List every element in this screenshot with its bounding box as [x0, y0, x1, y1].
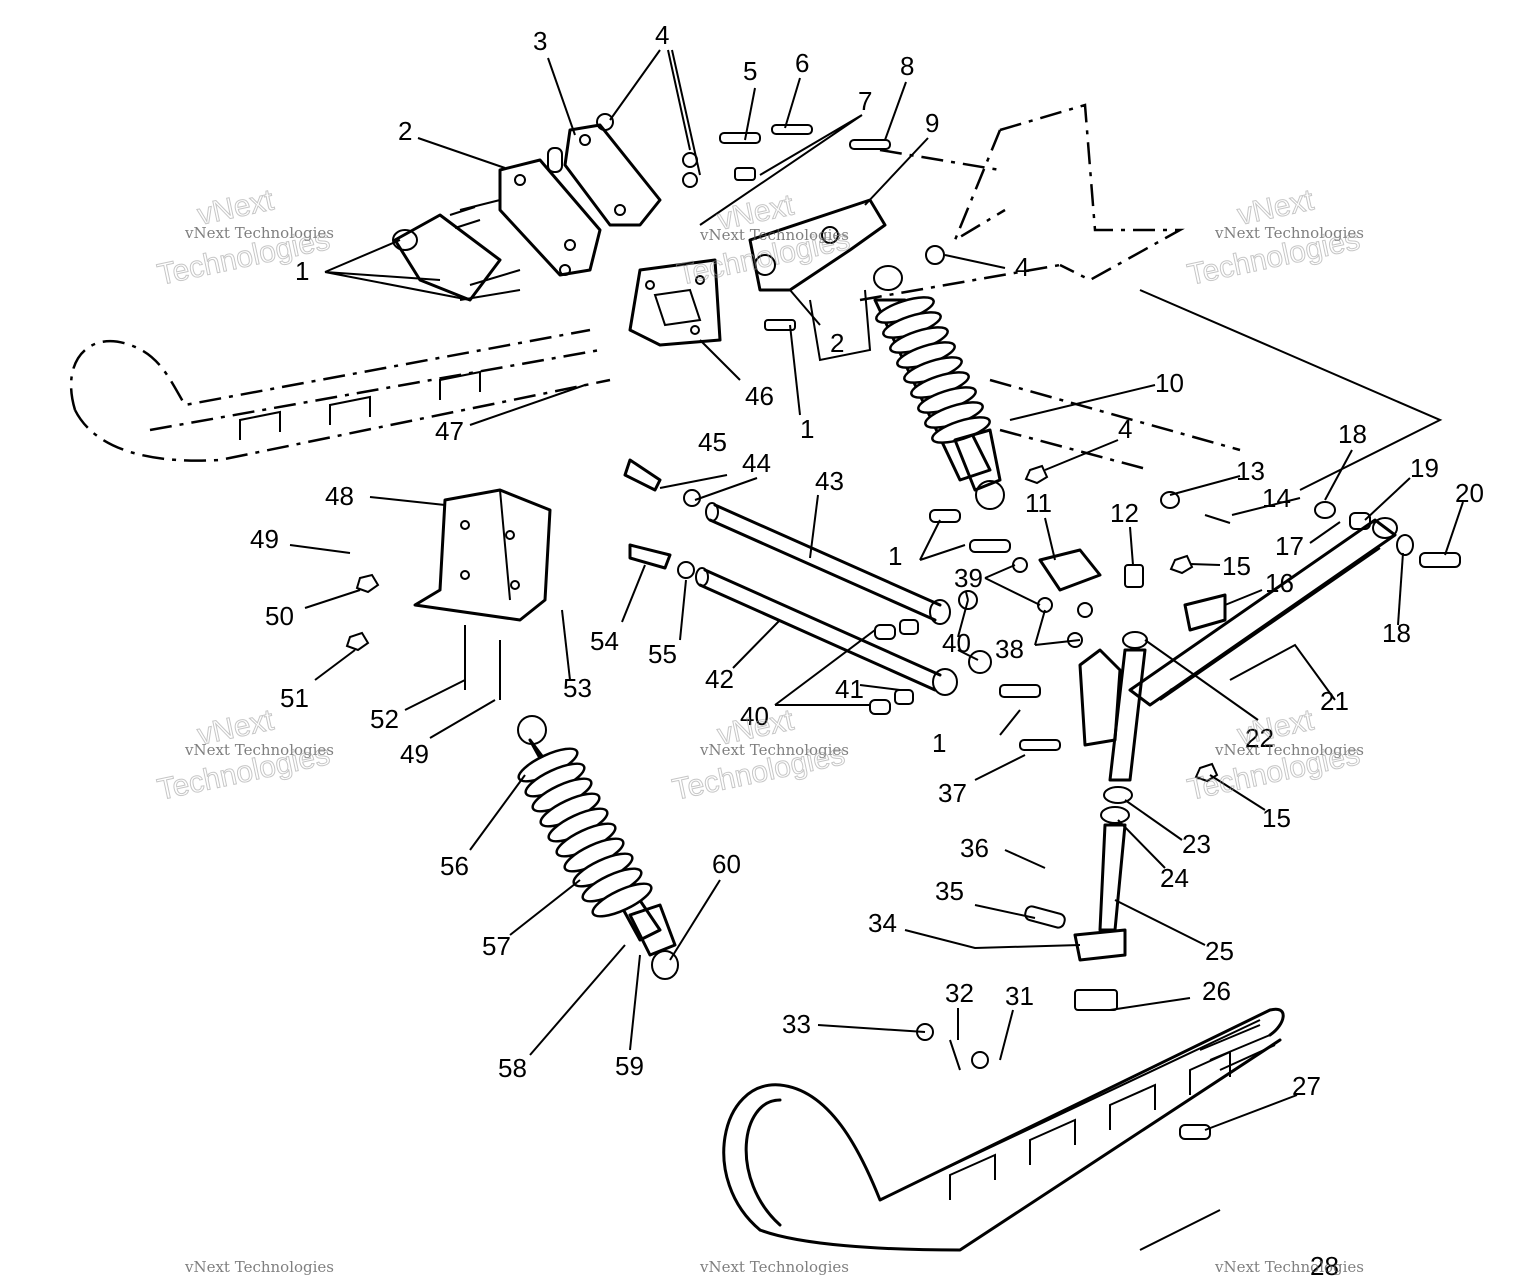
watermark-text: vNext Technologies — [184, 224, 334, 242]
callout-51: 51 — [280, 683, 309, 713]
watermark-text: vNext Technologies — [699, 1258, 849, 1276]
callout-2-left: 2 — [398, 116, 412, 146]
callout-48: 48 — [325, 481, 354, 511]
upper-bracket-left — [498, 158, 602, 277]
callout-1-center: 1 — [800, 414, 814, 444]
callout-53: 53 — [563, 673, 592, 703]
callout-39: 39 — [954, 563, 983, 593]
callout-22: 22 — [1245, 723, 1274, 753]
callout-14: 14 — [1262, 483, 1291, 513]
callout-3: 3 — [533, 26, 547, 56]
callout-8: 8 — [900, 51, 914, 81]
callout-21: 21 — [1320, 686, 1349, 716]
upper-bracket-right — [563, 123, 662, 227]
callout-20: 20 — [1455, 478, 1484, 508]
top-hardware — [449, 113, 945, 331]
callout-38: 38 — [995, 634, 1024, 664]
watermark-text: vNext Technologies — [184, 1258, 334, 1276]
watermark-text: vNext Technologies — [1214, 1258, 1364, 1276]
watermark-layer: vNext vNext Technologies Technologies vN… — [154, 183, 1364, 1276]
callout-9: 9 — [925, 108, 939, 138]
callout-23: 23 — [1182, 829, 1211, 859]
callout-40-bottom: 40 — [740, 701, 769, 731]
callout-47: 47 — [435, 416, 464, 446]
callout-4-mid: 4 — [1118, 414, 1132, 444]
callout-1-mid: 1 — [888, 541, 902, 571]
front-shock-upper — [873, 265, 1005, 510]
callout-2-center: 2 — [830, 328, 844, 358]
lower-ski — [722, 1007, 1285, 1252]
callout-27: 27 — [1292, 1071, 1321, 1101]
callout-57: 57 — [482, 931, 511, 961]
callout-59: 59 — [615, 1051, 644, 1081]
callout-45: 45 — [698, 427, 727, 457]
callout-1-lower: 1 — [932, 728, 946, 758]
lower-shock — [517, 715, 679, 980]
callout-28: 28 — [1310, 1251, 1339, 1280]
callout-50: 50 — [265, 601, 294, 631]
callout-6: 6 — [795, 48, 809, 78]
watermark-text: vNext Technologies — [699, 226, 849, 244]
callout-37: 37 — [938, 778, 967, 808]
callout-25: 25 — [1205, 936, 1234, 966]
front-bracket — [345, 488, 552, 700]
callout-34: 34 — [868, 908, 897, 938]
callout-1-left: 1 — [295, 256, 309, 286]
callout-32: 32 — [945, 978, 974, 1008]
callout-31: 31 — [1005, 981, 1034, 1011]
watermark-text: vNext Technologies — [699, 741, 849, 759]
callout-4-right: 4 — [1015, 252, 1029, 282]
watermark-text: vNext Technologies — [1214, 741, 1364, 759]
callout-49-bottom: 49 — [400, 739, 429, 769]
callout-11: 11 — [1025, 488, 1052, 518]
callout-36: 36 — [960, 833, 989, 863]
callout-52: 52 — [370, 704, 399, 734]
callout-40-top: 40 — [942, 628, 971, 658]
callout-42: 42 — [705, 664, 734, 694]
callout-16: 16 — [1265, 568, 1294, 598]
callout-13: 13 — [1236, 456, 1265, 486]
callout-54: 54 — [590, 626, 619, 656]
mid-right-hardware — [929, 464, 1231, 783]
spindle-post — [999, 631, 1148, 1011]
callout-58: 58 — [498, 1053, 527, 1083]
left-ski — [69, 328, 611, 462]
leader-lines — [289, 49, 1464, 1131]
radius-rods — [623, 458, 992, 715]
callout-49-top: 49 — [250, 524, 279, 554]
callout-35: 35 — [935, 876, 964, 906]
callout-5: 5 — [743, 56, 757, 86]
callout-44: 44 — [742, 448, 771, 478]
callout-10: 10 — [1155, 368, 1184, 398]
callout-17: 17 — [1275, 531, 1304, 561]
callout-46: 46 — [745, 381, 774, 411]
callout-56: 56 — [440, 851, 469, 881]
callout-60: 60 — [712, 849, 741, 879]
callout-55: 55 — [648, 639, 677, 669]
center-mount-plate — [628, 258, 722, 347]
callout-labels: 3 4 5 6 7 8 9 2 1 4 2 46 1 47 10 4 18 13… — [250, 20, 1484, 1280]
callout-18-bottom: 18 — [1382, 618, 1411, 648]
callout-18-top: 18 — [1338, 419, 1367, 449]
callout-4-top: 4 — [655, 20, 669, 50]
callout-12: 12 — [1110, 498, 1139, 528]
callout-7: 7 — [858, 86, 872, 116]
watermark-text: vNext Technologies — [1214, 224, 1364, 242]
callout-15-top: 15 — [1222, 551, 1251, 581]
upper-shock-pivot — [392, 147, 563, 302]
tie-rod — [1128, 501, 1461, 707]
callout-41: 41 — [835, 674, 864, 704]
chassis-outline — [859, 103, 1443, 491]
callout-26: 26 — [1202, 976, 1231, 1006]
callout-19: 19 — [1410, 453, 1439, 483]
callout-15-bottom: 15 — [1262, 803, 1291, 833]
callout-24: 24 — [1160, 863, 1189, 893]
callout-43: 43 — [815, 466, 844, 496]
watermark-text: vNext Technologies — [184, 741, 334, 759]
callout-33: 33 — [782, 1009, 811, 1039]
